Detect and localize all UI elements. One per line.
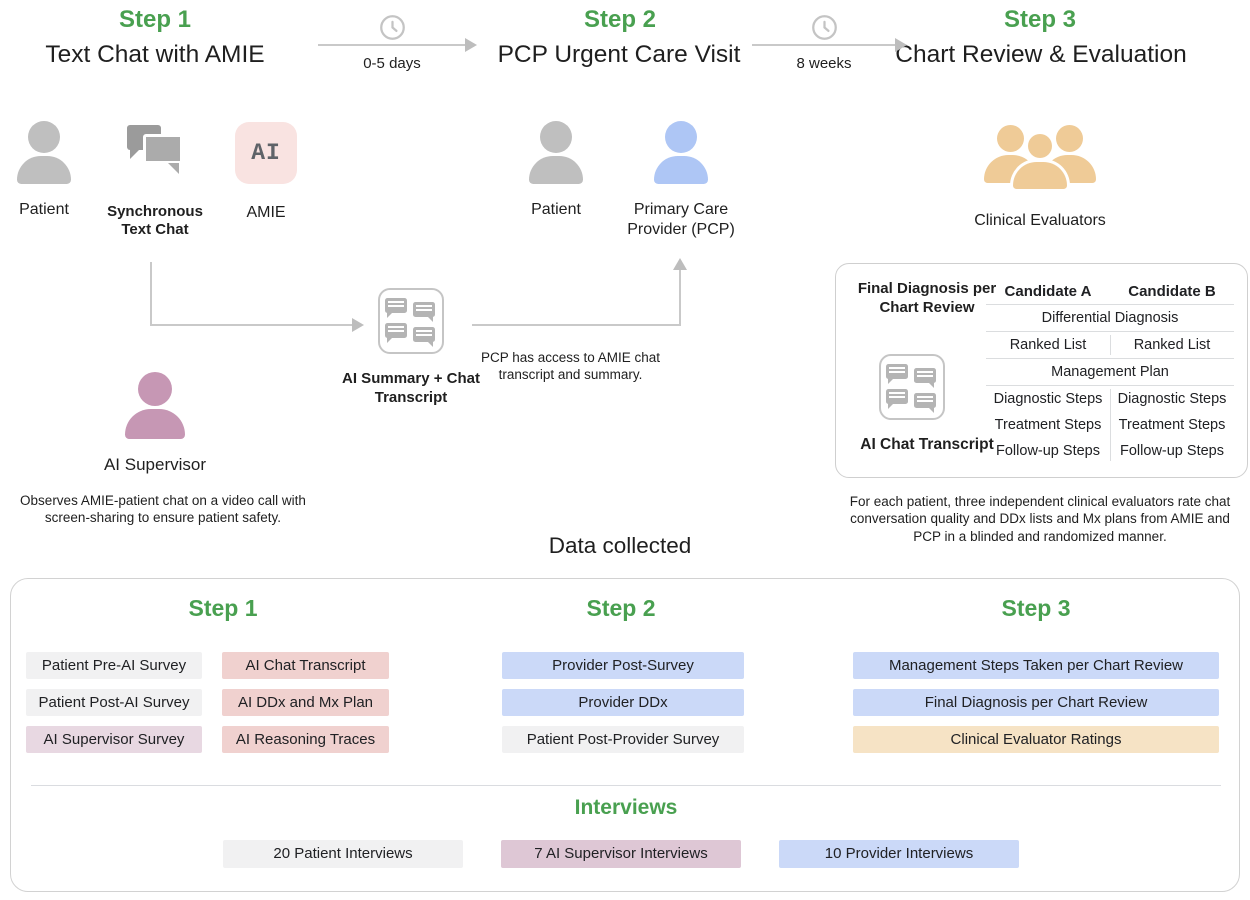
dc-step1-label: Step 1	[188, 595, 258, 621]
step1-label: Step 1	[118, 6, 192, 33]
candidate-a-header: Candidate A	[1004, 282, 1092, 300]
transition-duration: 0-5 days	[363, 55, 421, 72]
evaluation-card: Final Diagnosis per Chart Review AI Chat…	[835, 263, 1248, 478]
actor-label: AMIE	[246, 204, 286, 221]
summary-transcript-label: AI Summary + Chat Transcript	[342, 370, 480, 406]
arrow-line	[752, 38, 907, 52]
final-diagnosis-label: Final Diagnosis per Chart Review	[857, 280, 997, 316]
data-item: Final Diagnosis per Chart Review	[853, 689, 1219, 716]
data-item: AI DDx and Mx Plan	[222, 689, 389, 716]
connector-down	[150, 262, 152, 326]
connector-up	[679, 270, 681, 326]
table-row: Treatment Steps Treatment Steps	[986, 412, 1234, 438]
divider	[986, 304, 1234, 305]
data-item: Provider Post-Survey	[502, 652, 744, 679]
evaluator-note: For each patient, three independent clin…	[849, 494, 1231, 544]
table-row: Follow-up Steps Follow-up Steps	[986, 438, 1234, 464]
table-row: Diagnostic Steps Diagnostic Steps	[986, 386, 1234, 412]
step2-label: Step 2	[583, 6, 657, 33]
panel-divider	[31, 785, 1221, 786]
data-item: Clinical Evaluator Ratings	[853, 726, 1219, 753]
step3-title: Chart Review & Evaluation	[895, 41, 1187, 68]
chat-transcript-icon	[378, 288, 444, 354]
data-item: Patient Pre-AI Survey	[26, 652, 202, 679]
chat-bubbles-icon	[126, 122, 184, 180]
arrowhead-icon	[352, 318, 364, 332]
candidate-b-header: Candidate B	[1128, 282, 1216, 300]
followup-steps-a: Follow-up Steps	[996, 443, 1100, 459]
actor-label: Clinical Evaluators	[974, 212, 1106, 229]
arrowhead-icon	[895, 38, 907, 52]
dc-step2-label: Step 2	[586, 595, 656, 621]
ranked-list-b: Ranked List	[1133, 337, 1211, 353]
followup-steps-b: Follow-up Steps	[1120, 443, 1224, 459]
transition-step1-step2: 0-5 days	[318, 14, 477, 72]
actor-label: Primary Care Provider (PCP)	[627, 201, 735, 238]
connector-right-2	[472, 324, 680, 326]
pcp-access-note: PCP has access to AMIE chat transcript a…	[480, 350, 661, 383]
interviews-title: Interviews	[574, 796, 678, 819]
person-icon	[529, 121, 583, 184]
ranked-list-row: Ranked List Ranked List	[986, 332, 1234, 358]
data-item: AI Reasoning Traces	[222, 726, 389, 753]
interview-item: 20 Patient Interviews	[223, 840, 463, 868]
actor-patient-step1: Patient	[8, 121, 80, 220]
people-group-icon	[984, 122, 1096, 189]
actor-label: Patient	[531, 201, 581, 218]
differential-diagnosis-row: Differential Diagnosis	[1041, 310, 1179, 326]
step3-label: Step 3	[1003, 6, 1077, 33]
person-icon	[654, 121, 708, 184]
chat-transcript-icon	[879, 354, 945, 420]
diagnostic-steps-b: Diagnostic Steps	[1117, 391, 1227, 407]
divider	[986, 385, 1234, 386]
step2-title: PCP Urgent Care Visit	[497, 41, 741, 68]
transition-duration: 8 weeks	[796, 55, 852, 72]
evaluation-table: Candidate A Candidate B Differential Dia…	[986, 278, 1234, 464]
data-item: AI Supervisor Survey	[26, 726, 202, 753]
step1-title: Text Chat with AMIE	[45, 41, 265, 68]
actor-clinical-evaluators: Clinical Evaluators	[958, 122, 1122, 231]
connector-right	[150, 324, 352, 326]
data-item: AI Chat Transcript	[222, 652, 389, 679]
clock-icon	[811, 15, 837, 40]
dc-step3-label: Step 3	[1001, 595, 1071, 621]
actor-label: AI Supervisor	[103, 455, 207, 474]
actor-patient-step2: Patient	[520, 121, 592, 220]
data-item: Patient Post-AI Survey	[26, 689, 202, 716]
clock-icon	[379, 15, 405, 40]
interview-item: 10 Provider Interviews	[779, 840, 1019, 868]
divider	[986, 358, 1234, 359]
actor-pcp: Primary Care Provider (PCP)	[611, 121, 751, 239]
data-item: Patient Post-Provider Survey	[502, 726, 744, 753]
actor-ai-supervisor: AI Supervisor	[95, 372, 215, 476]
data-collected-panel: Step 1 Step 2 Step 3 Patient Pre-AI Surv…	[10, 578, 1240, 892]
actor-label: Synchronous Text Chat	[107, 203, 203, 239]
ai-chat-transcript-label: AI Chat Transcript	[860, 436, 994, 453]
data-collected-title: Data collected	[548, 533, 692, 558]
data-item: Management Steps Taken per Chart Review	[853, 652, 1219, 679]
person-icon	[17, 121, 71, 184]
ai-badge: AI	[235, 122, 297, 184]
interview-item: 7 AI Supervisor Interviews	[501, 840, 741, 868]
divider	[986, 331, 1234, 332]
actor-sync-chat: Synchronous Text Chat	[103, 122, 207, 240]
actor-label: Patient	[19, 201, 69, 218]
table-header-row: Candidate A Candidate B	[986, 278, 1234, 304]
treatment-steps-a: Treatment Steps	[994, 417, 1102, 433]
treatment-steps-b: Treatment Steps	[1118, 417, 1226, 433]
diagnostic-steps-a: Diagnostic Steps	[993, 391, 1103, 407]
arrowhead-icon	[673, 258, 687, 270]
actor-amie: AI AMIE	[231, 122, 301, 223]
ranked-list-a: Ranked List	[1009, 337, 1087, 353]
arrowhead-icon	[465, 38, 477, 52]
transition-step2-step3: 8 weeks	[752, 14, 907, 72]
person-icon	[125, 372, 185, 439]
management-plan-row: Management Plan	[1051, 364, 1169, 380]
data-item: Provider DDx	[502, 689, 744, 716]
supervisor-note: Observes AMIE-patient chat on a video ca…	[20, 493, 306, 526]
arrow-line	[318, 38, 477, 52]
steps-rows: Diagnostic Steps Diagnostic Steps Treatm…	[986, 386, 1234, 464]
